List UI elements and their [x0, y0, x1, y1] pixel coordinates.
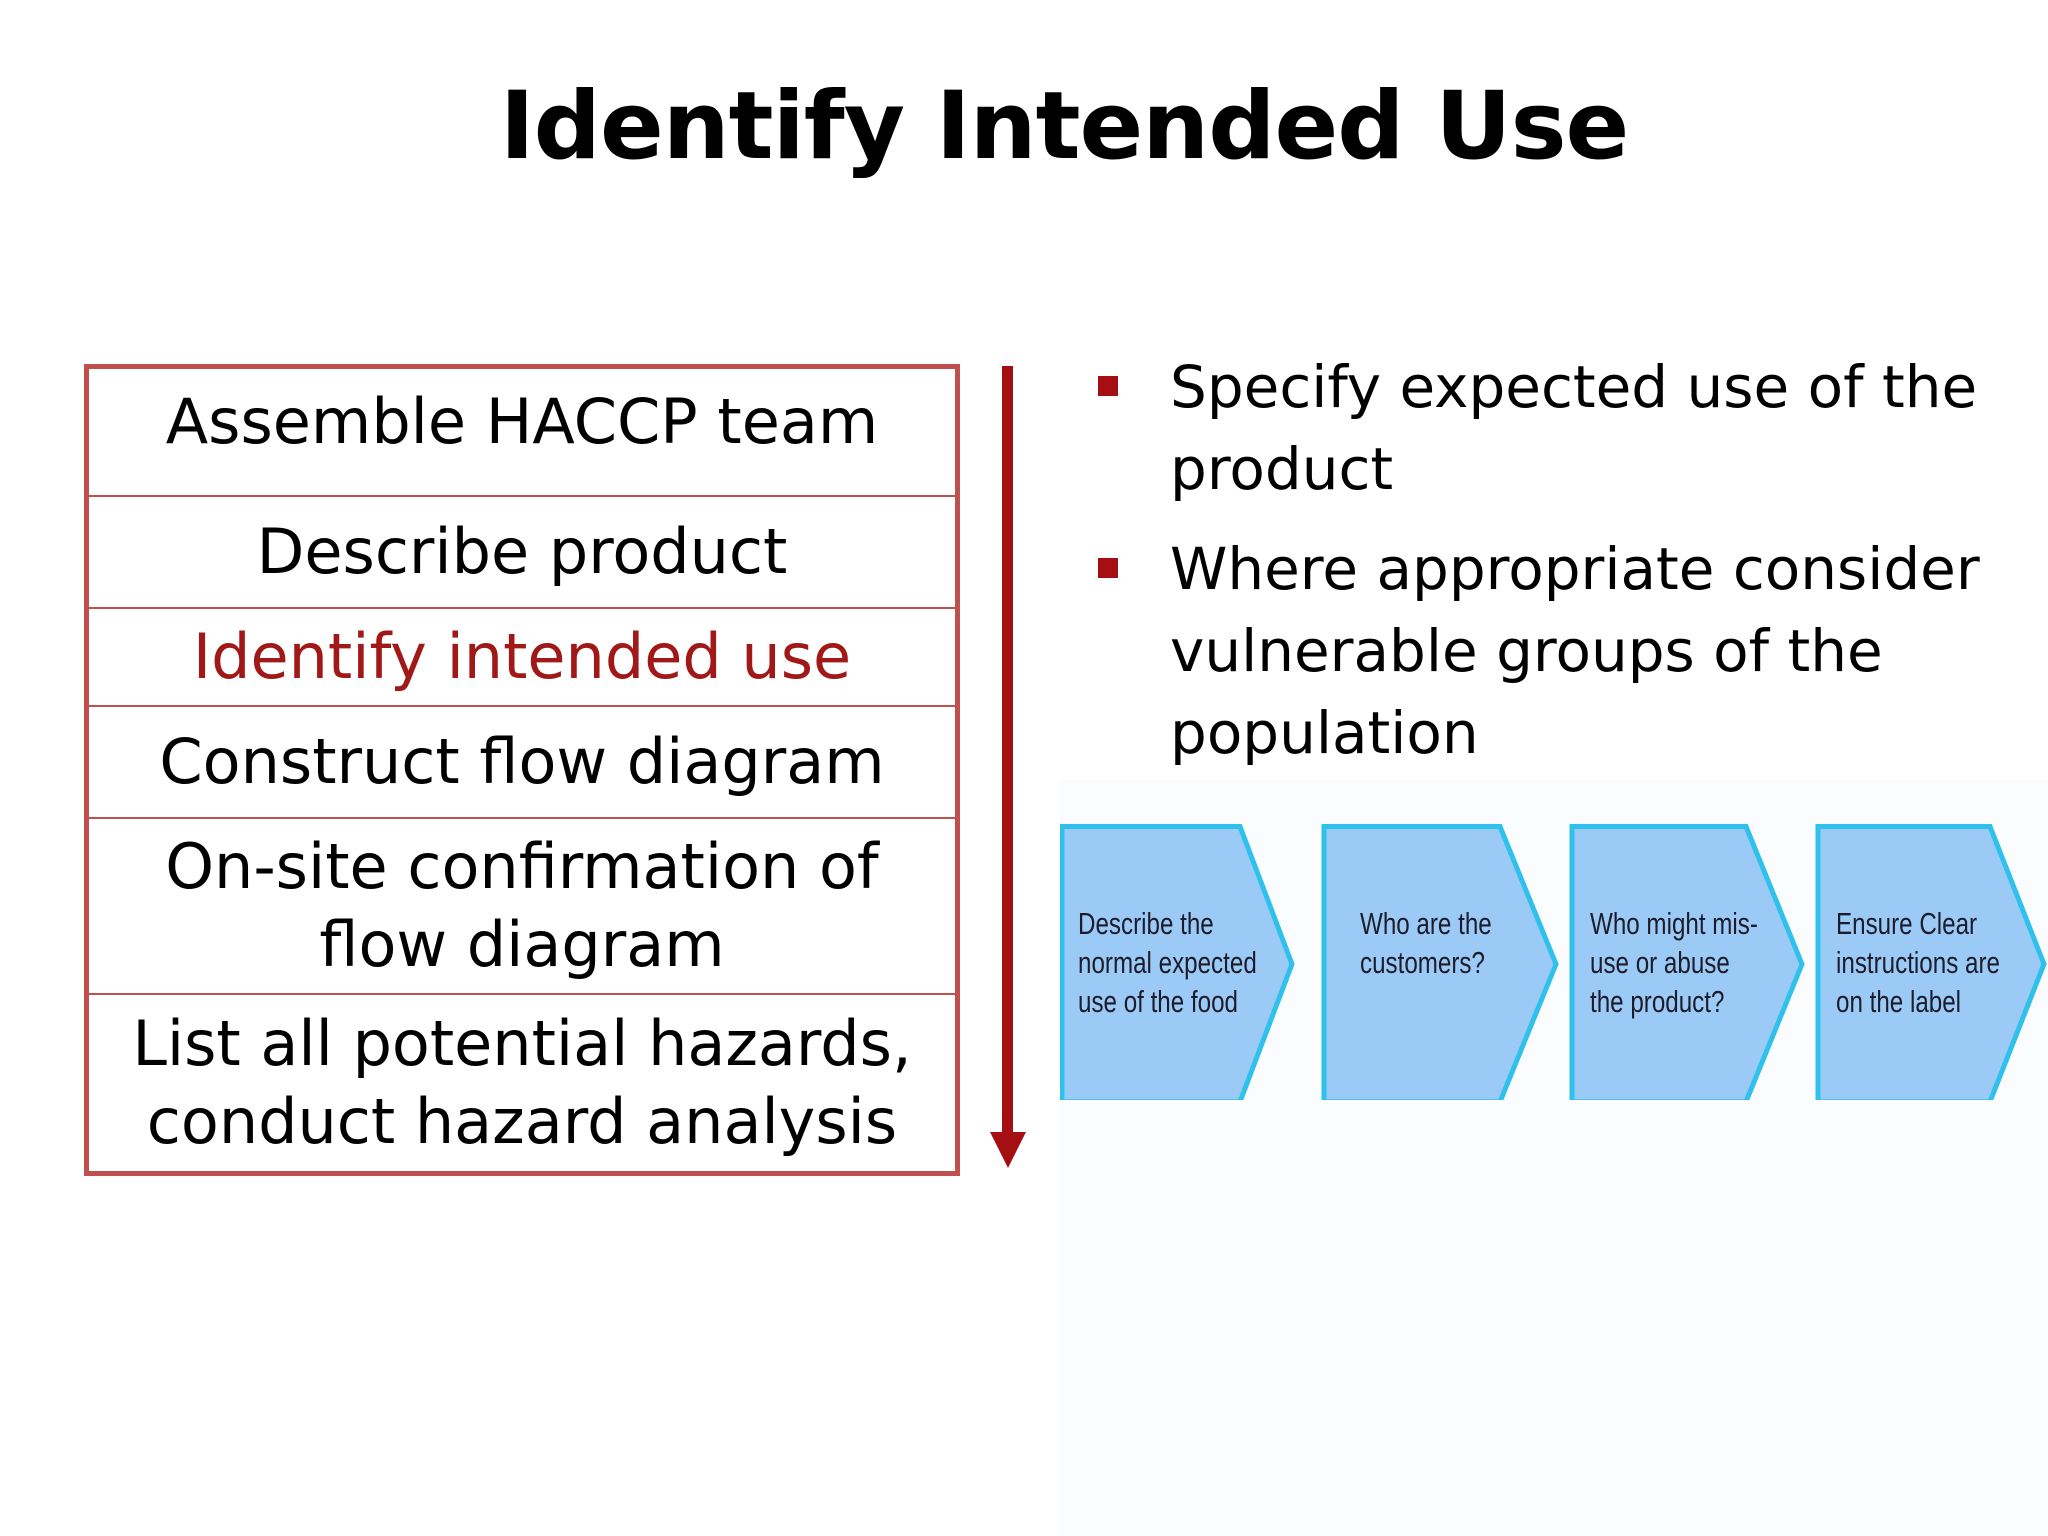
step-list-hazards: List all potential hazards, conduct haza…	[89, 995, 955, 1171]
process-chevrons	[1060, 824, 2047, 1100]
chevron-text-3: Who might mis- use or abuse the product?	[1590, 906, 1758, 1019]
intended-use-process-image: Describe the normal expected use of the …	[1060, 780, 2048, 1536]
haccp-steps-table: Assemble HACCP team Describe product Ide…	[84, 364, 960, 1176]
square-bullet-icon	[1098, 558, 1118, 578]
step-describe-product: Describe product	[89, 497, 955, 609]
progress-arrow-line	[1002, 366, 1013, 1136]
chevron-text-4: Ensure Clear instructions are on the lab…	[1836, 906, 2000, 1019]
step-assemble-team: Assemble HACCP team	[89, 369, 955, 497]
step-identify-intended-use: Identify intended use	[89, 609, 955, 707]
step-construct-flow-diagram: Construct flow diagram	[89, 707, 955, 819]
chevron-shape-4	[1815, 824, 2047, 1100]
chevron-text-1: Describe the normal expected use of the …	[1078, 906, 1257, 1019]
step-onsite-confirmation-label: On-site confirmation of flow diagram	[165, 830, 879, 981]
chevron-shape-2	[1321, 824, 1559, 1100]
slide-title: Identify Intended Use	[499, 72, 1630, 181]
chevron-text-2: Who are the customers?	[1360, 906, 1492, 980]
square-bullet-icon	[1098, 376, 1118, 396]
bullet-text: Where appropriate consider vulnerable gr…	[1170, 535, 1980, 767]
bullet-item: Specify expected use of the product	[1096, 346, 1996, 510]
bullet-list: Specify expected use of the product Wher…	[1096, 346, 1996, 792]
bullet-text: Specify expected use of the product	[1170, 353, 1978, 503]
step-onsite-confirmation: On-site confirmation of flow diagram	[89, 819, 955, 995]
chevron-shape-3	[1569, 824, 1805, 1100]
arrow-down-icon	[990, 1132, 1026, 1168]
step-list-hazards-label: List all potential hazards, conduct haza…	[132, 1007, 912, 1158]
chevron-shape-1	[1060, 824, 1295, 1100]
bullet-item: Where appropriate consider vulnerable gr…	[1096, 528, 1996, 774]
